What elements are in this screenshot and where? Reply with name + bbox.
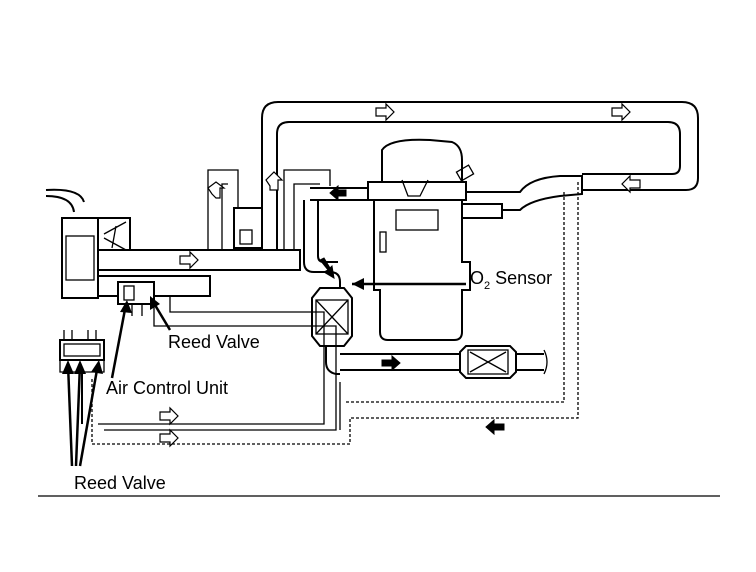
reed-valve-assembly: [59, 330, 105, 424]
air-control-unit: [117, 281, 155, 316]
front-catalytic-converter: [311, 287, 353, 375]
riser-pipes: [207, 169, 331, 250]
engine-block: [367, 138, 475, 341]
reed-valve-upper-label: Reed Valve: [168, 332, 260, 352]
o2-pointer-arrowhead: [352, 278, 364, 290]
o2-sensor-label: O2 Sensor: [470, 268, 552, 292]
air-control-unit-label: Air Control Unit: [106, 378, 228, 398]
reed-valve-lower-label: Reed Valve: [74, 473, 166, 493]
rear-converter-tailpipe: [340, 345, 548, 379]
exhaust-flow-arrows: [319, 184, 505, 436]
flow-arrows: [159, 102, 641, 448]
dashed-return-line: [91, 182, 579, 445]
label-pointer-arrows: [62, 278, 466, 467]
exhaust-manifold: [303, 175, 583, 296]
upper-air-loop-pipe: [261, 101, 699, 250]
check-valve-box: [233, 207, 263, 249]
air-cleaner: [45, 188, 131, 299]
